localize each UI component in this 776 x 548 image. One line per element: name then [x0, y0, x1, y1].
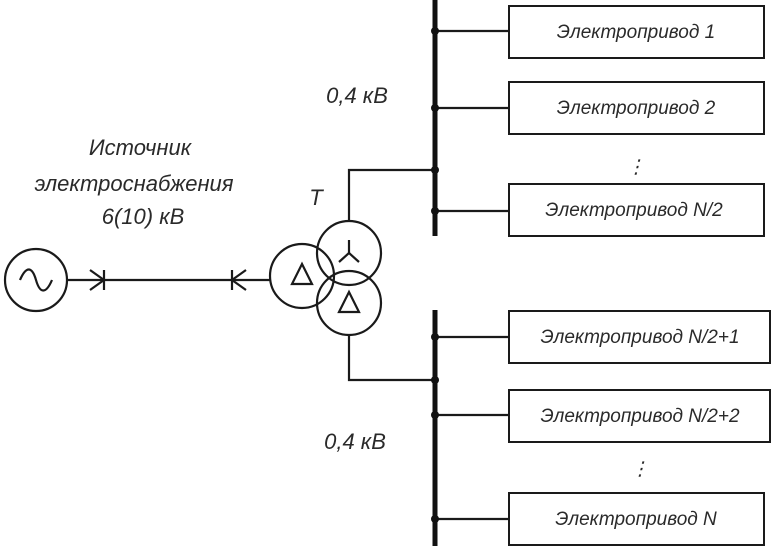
bottom-bus-feed: [347, 335, 435, 382]
ellipsis-top: ⋮: [627, 157, 646, 178]
drive-label: Электропривод N/2+2: [540, 406, 739, 427]
drive-label: Электропривод 1: [557, 22, 715, 43]
source-label-line1: Источник: [89, 135, 193, 160]
cable-termination-left: [89, 269, 106, 291]
drive-label: Электропривод N/2: [545, 200, 723, 221]
ac-source-symbol: [3, 247, 69, 313]
drive-bottom-n: Электропривод N: [431, 492, 765, 546]
drive-label: Электропривод N: [555, 509, 717, 530]
drive-top-n2: Электропривод N/2: [431, 183, 765, 237]
drive-box: [508, 183, 765, 237]
cable-termination-right: [230, 269, 247, 291]
drive-bottom-1: Электропривод N/2+1: [431, 310, 771, 364]
ellipsis-bottom: ⋮: [631, 459, 650, 480]
drive-box: [508, 492, 765, 546]
drive-box: [508, 5, 765, 59]
source-label-line3: 6(10) кВ: [102, 204, 185, 229]
source-label-line2: электроснабжения: [34, 171, 233, 196]
drive-top-2: Электропривод 2: [431, 81, 765, 135]
transformer-symbol: [268, 219, 383, 337]
delta-icon: [290, 261, 314, 286]
primary-winding: [268, 242, 336, 310]
drive-top-1: Электропривод 1: [431, 5, 765, 59]
drive-box: [508, 389, 771, 443]
drive-label: Электропривод 2: [557, 98, 716, 119]
star-icon: [338, 240, 360, 263]
transformer-label: T: [309, 185, 324, 210]
bottom-bus-voltage-label: 0,4 кВ: [324, 429, 386, 454]
secondary-winding-2: [315, 269, 383, 337]
drive-box: [508, 310, 771, 364]
top-bus-feed: [347, 168, 435, 221]
drive-label: Электропривод N/2+1: [540, 327, 739, 348]
delta-icon: [337, 289, 361, 314]
drive-bottom-2: Электропривод N/2+2: [431, 389, 771, 443]
top-bus-voltage-label: 0,4 кВ: [326, 83, 388, 108]
drive-box: [508, 81, 765, 135]
